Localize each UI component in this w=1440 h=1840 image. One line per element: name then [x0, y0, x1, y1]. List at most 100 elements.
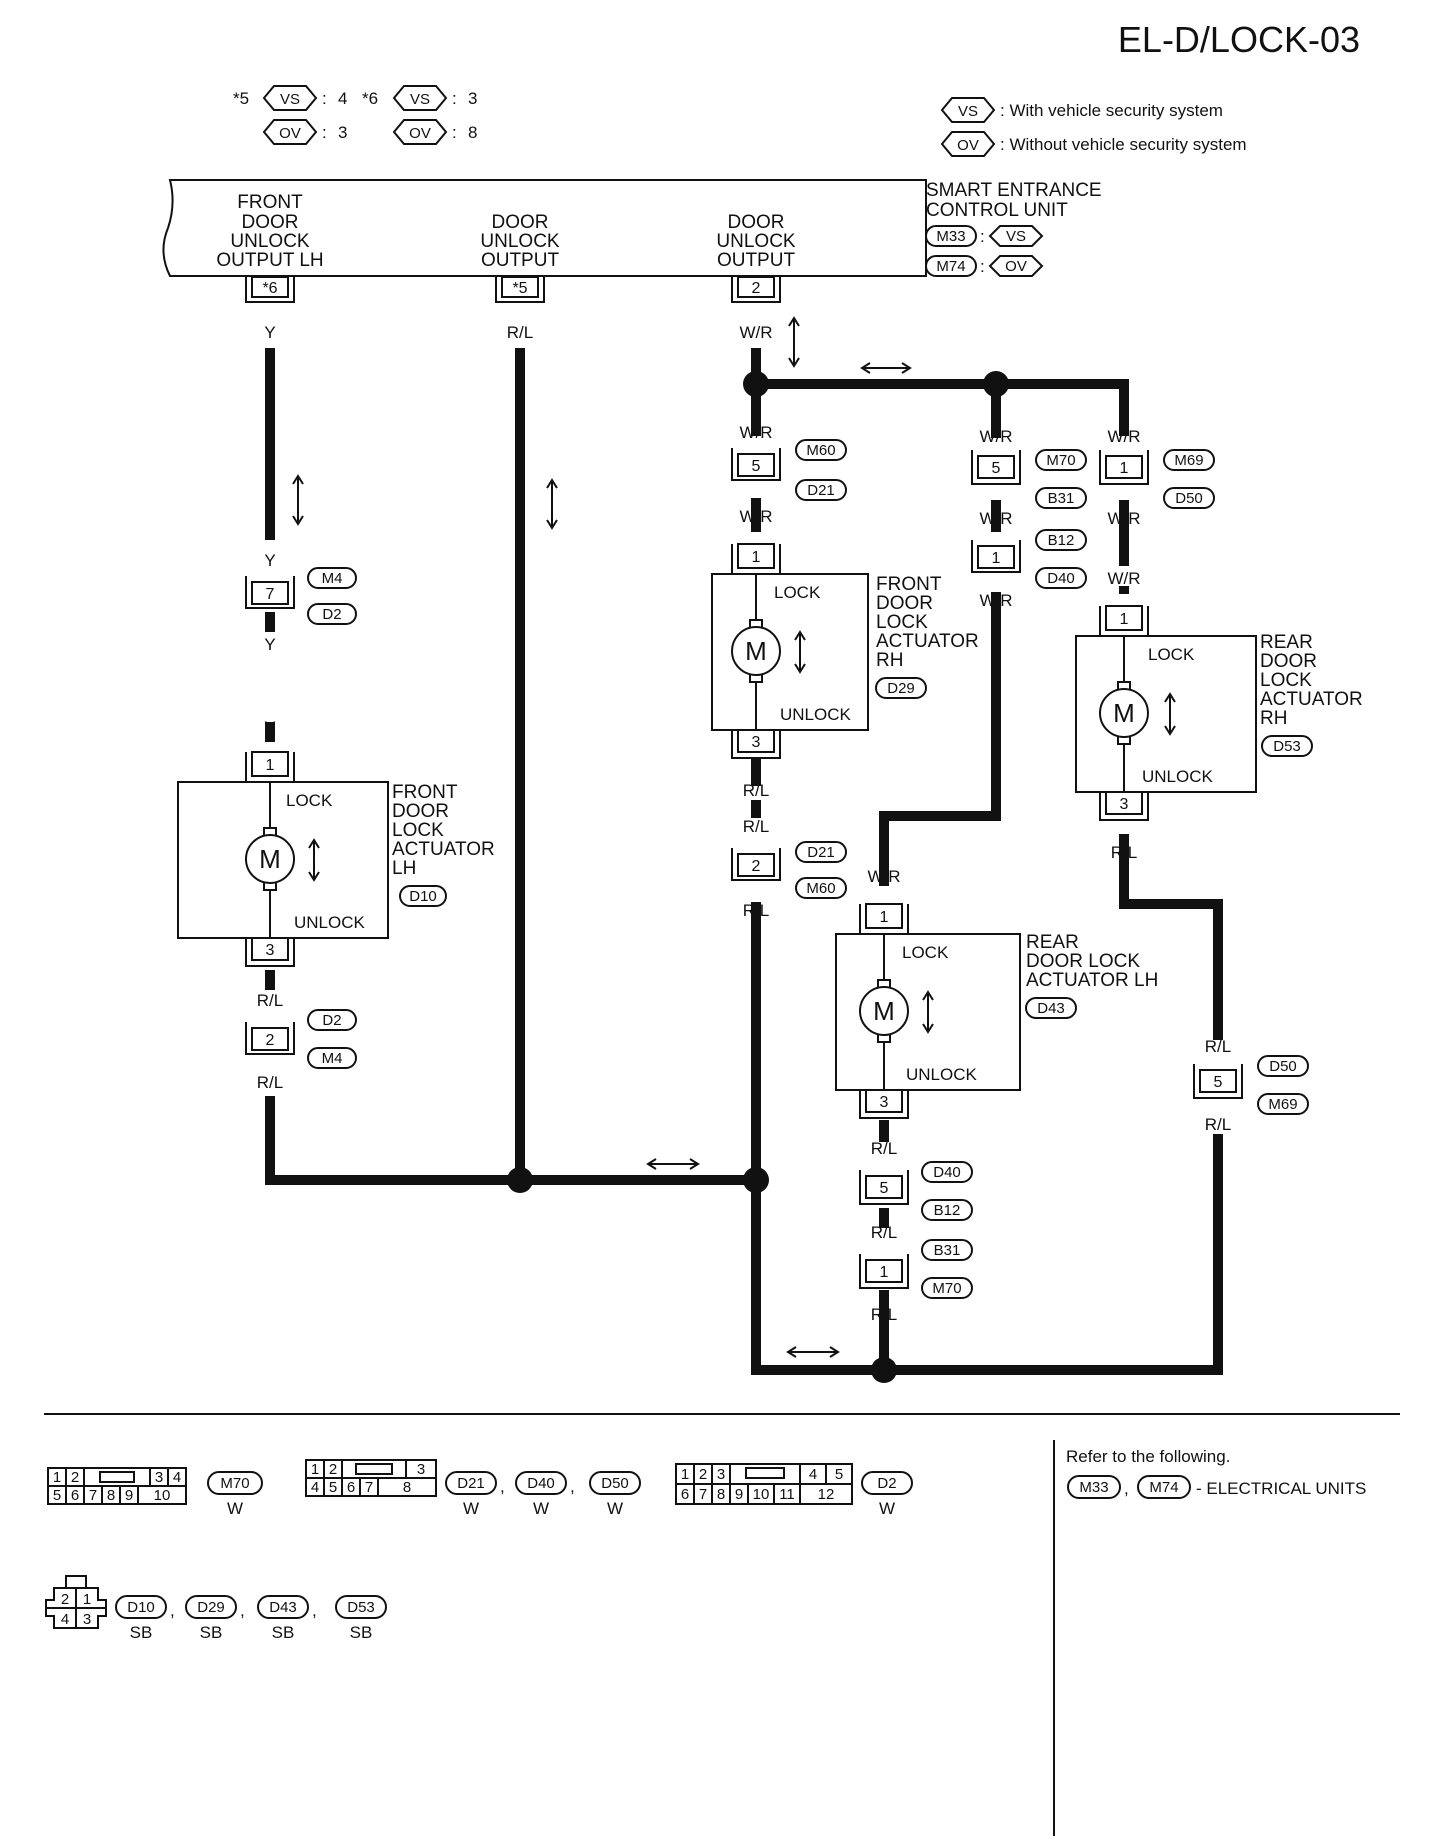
svg-text:M60: M60 — [806, 880, 835, 897]
svg-text:7: 7 — [365, 1479, 373, 1496]
connector-d50-m69: R/L 5 D50 M69 R/L — [1193, 1037, 1309, 1134]
svg-text::: : — [980, 257, 985, 276]
svg-text:DOOR: DOOR — [392, 801, 449, 822]
svg-text:1: 1 — [880, 909, 889, 926]
svg-text:D43: D43 — [269, 1599, 297, 1616]
svg-text:D29: D29 — [197, 1599, 225, 1616]
svg-text:,: , — [500, 1477, 505, 1496]
svg-text:Refer to the following.: Refer to the following. — [1066, 1447, 1230, 1466]
connector-d21-m60: R/L R/L 2 D21 M60 R/L — [731, 781, 847, 920]
svg-text:3: 3 — [468, 89, 477, 108]
svg-text:DOOR: DOOR — [728, 212, 785, 233]
svg-text:Y: Y — [264, 551, 275, 570]
svg-text:DOOR: DOOR — [242, 212, 299, 233]
svg-text:8: 8 — [468, 123, 477, 142]
svg-text:5: 5 — [1214, 1074, 1223, 1091]
svg-text:B12: B12 — [1048, 532, 1075, 549]
svg-text:2: 2 — [752, 280, 761, 297]
svg-text:,: , — [312, 1601, 317, 1620]
svg-text:D50: D50 — [1175, 490, 1203, 507]
actuator-front-door-rh: 1 M LOCK UNLOCK 3 FRONT DOOR LOCK ACTUAT… — [711, 543, 979, 759]
actuator-rear-door-rh: 1 M LOCK UNLOCK 3 R/L REAR DOOR LOCK ACT… — [1075, 605, 1363, 862]
svg-text:OV: OV — [279, 125, 301, 142]
connector-view-d2: 1 2 3 4 5 6 7 8 9 10 11 12 D2 W — [675, 1463, 913, 1518]
control-unit: SMART ENTRANCE CONTROL UNIT M33 : VS M74… — [162, 179, 1102, 342]
svg-text:*6: *6 — [362, 89, 378, 108]
svg-text:2: 2 — [61, 1591, 69, 1608]
svg-text:VS: VS — [410, 91, 430, 108]
svg-text:M70: M70 — [1046, 452, 1075, 469]
page-code: EL-D/LOCK-03 — [1118, 19, 1360, 60]
connector-view-d10-d29-d43-d53: 2 1 4 3 D10 , D29 , D43 , D53 SB SB SB S… — [45, 1575, 387, 1642]
svg-text:D53: D53 — [1273, 738, 1301, 755]
svg-text:R/L: R/L — [1205, 1115, 1231, 1134]
svg-text:Y: Y — [264, 718, 275, 737]
svg-text:2: 2 — [329, 1461, 337, 1478]
svg-text:M33: M33 — [1079, 1479, 1108, 1496]
svg-text:,: , — [240, 1601, 245, 1620]
svg-text:W/R: W/R — [739, 507, 772, 526]
svg-text:3: 3 — [338, 123, 347, 142]
svg-text:,: , — [1124, 1479, 1129, 1498]
svg-text:W: W — [879, 1499, 895, 1518]
svg-text:RH: RH — [876, 650, 903, 671]
svg-text:5: 5 — [329, 1479, 337, 1496]
svg-text:OV: OV — [409, 125, 431, 142]
svg-text:9: 9 — [735, 1486, 743, 1503]
motor-symbol: M — [745, 636, 767, 666]
svg-text:11: 11 — [779, 1486, 795, 1503]
svg-text:3: 3 — [880, 1094, 889, 1111]
svg-text:OUTPUT LH: OUTPUT LH — [216, 250, 323, 271]
svg-text:,: , — [170, 1601, 175, 1620]
svg-text:5: 5 — [992, 460, 1001, 477]
splice-dot — [507, 1167, 533, 1193]
svg-text:3: 3 — [155, 1469, 163, 1486]
svg-text:UNLOCK: UNLOCK — [480, 231, 560, 252]
svg-text:4: 4 — [809, 1466, 817, 1483]
svg-text:W/R: W/R — [739, 423, 772, 442]
wire-harness — [265, 348, 1223, 1375]
svg-text:D10: D10 — [127, 1599, 155, 1616]
svg-text:VS: VS — [1006, 228, 1026, 245]
motor-symbol: M — [1113, 698, 1135, 728]
actuator-rear-door-lh: W/R 1 M LOCK UNLOCK 3 REAR DOOR LOCK ACT… — [835, 867, 1158, 1119]
svg-text:1: 1 — [752, 549, 761, 566]
svg-text:D21: D21 — [457, 1475, 485, 1492]
svg-text:UNLOCK: UNLOCK — [716, 231, 796, 252]
connector-m60-d21: W/R 5 M60 D21 W/R — [731, 423, 847, 526]
svg-text:FRONT: FRONT — [237, 192, 303, 213]
svg-text:7: 7 — [699, 1486, 707, 1503]
svg-text:UNLOCK: UNLOCK — [230, 231, 310, 252]
svg-text:1: 1 — [681, 1466, 689, 1483]
svg-text:LOCK: LOCK — [1260, 670, 1312, 691]
svg-text:R/L: R/L — [871, 1305, 897, 1324]
svg-text:D50: D50 — [1269, 1058, 1297, 1075]
svg-text:8: 8 — [403, 1479, 411, 1496]
svg-text:M69: M69 — [1268, 1096, 1297, 1113]
svg-text:8: 8 — [107, 1487, 115, 1504]
svg-text:1: 1 — [880, 1264, 889, 1281]
svg-text:OUTPUT: OUTPUT — [717, 250, 796, 271]
svg-text:: Without vehicle security sys: : Without vehicle security system — [1000, 135, 1247, 154]
svg-text:DOOR LOCK: DOOR LOCK — [1026, 951, 1140, 972]
splice-dot — [743, 371, 769, 397]
svg-text::: : — [322, 89, 327, 108]
svg-text:UNLOCK: UNLOCK — [294, 913, 366, 932]
svg-text:LOCK: LOCK — [1148, 645, 1195, 664]
svg-text:1: 1 — [266, 757, 275, 774]
svg-text:UNLOCK: UNLOCK — [906, 1065, 978, 1084]
svg-text:OV: OV — [957, 137, 979, 154]
svg-text:12: 12 — [818, 1486, 835, 1503]
splice-dot — [743, 1167, 769, 1193]
splice-dot — [983, 371, 1009, 397]
svg-text:LOCK: LOCK — [902, 943, 949, 962]
svg-text:Y: Y — [264, 635, 275, 654]
svg-text:W/R: W/R — [739, 323, 772, 342]
svg-text:W: W — [533, 1499, 549, 1518]
motor-symbol: M — [873, 996, 895, 1026]
svg-text:1: 1 — [83, 1591, 91, 1608]
connector-b31-m70: 1 B31 M70 R/L — [859, 1239, 973, 1324]
svg-text:SB: SB — [350, 1623, 373, 1642]
svg-text:OV: OV — [1005, 258, 1027, 275]
svg-text:R/L: R/L — [871, 1223, 897, 1242]
